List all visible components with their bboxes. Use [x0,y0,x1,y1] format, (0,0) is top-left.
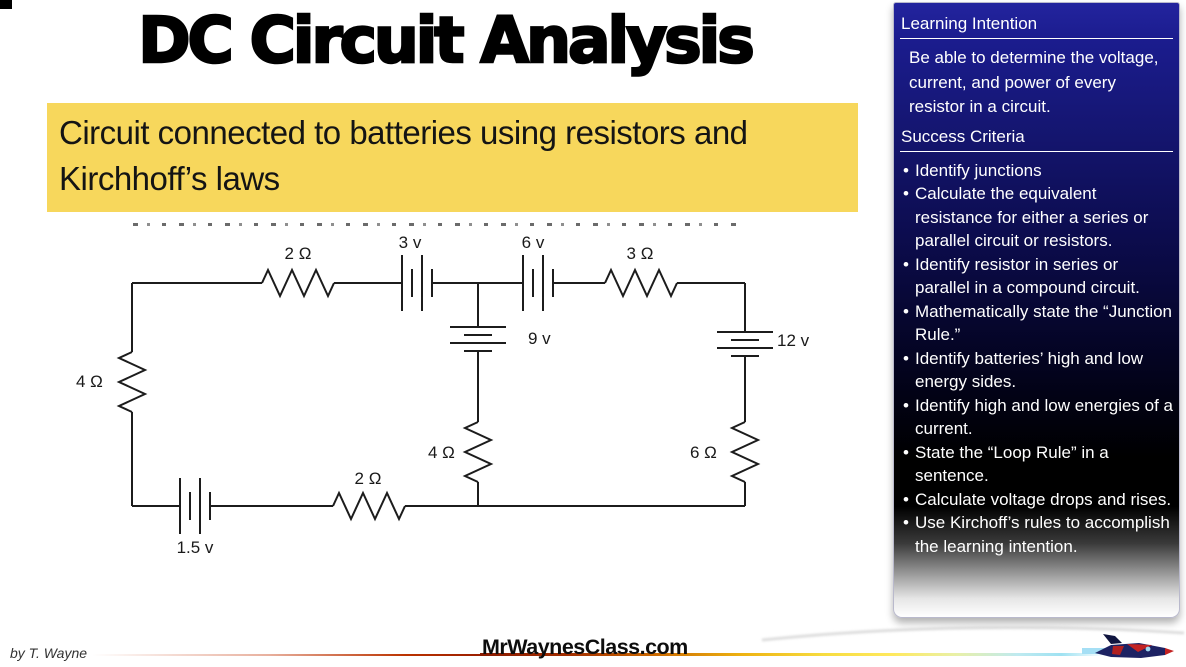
resistor-label-4ohm-left: 4 Ω [76,372,103,391]
battery-label-1p5v: 1.5 v [176,538,214,557]
red-gradient-line [92,654,484,656]
slide-edge-artifact [0,0,12,9]
slide-subtitle: Circuit connected to batteries using res… [47,103,858,212]
success-criteria-item: State the “Loop Rule” in a sentence. [903,441,1173,488]
learning-intention-body: Be able to determine the voltage, curren… [909,48,1159,116]
slide-title: DC Circuit Analysis [137,3,756,79]
resistor-label-2ohm-top: 2 Ω [284,244,312,263]
success-criteria-heading: Success Criteria [901,126,1025,146]
battery-label-12v: 12 v [777,331,810,350]
gray-swoosh [761,626,1185,642]
battery-label-9v: 9 v [528,329,551,348]
battery-label-6v: 6 v [521,233,545,252]
success-criteria-list: Identify junctionsCalculate the equivale… [903,159,1173,559]
jet-graphic-icon [1082,634,1174,658]
resistor-label-2ohm-bottom: 2 Ω [354,469,382,488]
divider [900,38,1173,39]
divider [900,150,1173,152]
resistor-label-3ohm-top: 3 Ω [626,244,654,263]
resistor-label-6ohm-right: 6 Ω [690,443,717,462]
circuit-diagram: 2 Ω 3 v 6 v 3 Ω 9 v 12 v 4 Ω 4 Ω 2 Ω 6 Ω… [0,220,890,580]
success-criteria-item: Identify high and low energies of a curr… [903,394,1173,441]
success-criteria-item: Calculate the equivalent resistance for … [903,182,1173,253]
success-criteria-item: Identify batteries’ high and low energy … [903,347,1173,394]
clipped-text-remnant [133,223,745,226]
sidebar-panel: Learning Intention Be able to determine … [893,2,1180,618]
success-criteria-item: Identify junctions [903,159,1173,183]
success-criteria-item: Mathematically state the “Junction Rule.… [903,300,1173,347]
learning-intention-heading: Learning Intention [901,14,1038,33]
website-text: MrWaynesClass.com [482,635,688,659]
battery-label-3v: 3 v [398,233,422,252]
contrail-gradient-line [480,653,1105,656]
resistor-label-4ohm-middle: 4 Ω [428,443,455,462]
success-criteria-item: Calculate voltage drops and rises. [903,488,1173,512]
circuit-wires [116,255,773,534]
success-criteria-item: Use Kirchoff’s rules to accomplish the l… [903,511,1173,558]
byline: by T. Wayne [10,645,88,661]
success-criteria-item: Identify resistor in series or parallel … [903,253,1173,300]
